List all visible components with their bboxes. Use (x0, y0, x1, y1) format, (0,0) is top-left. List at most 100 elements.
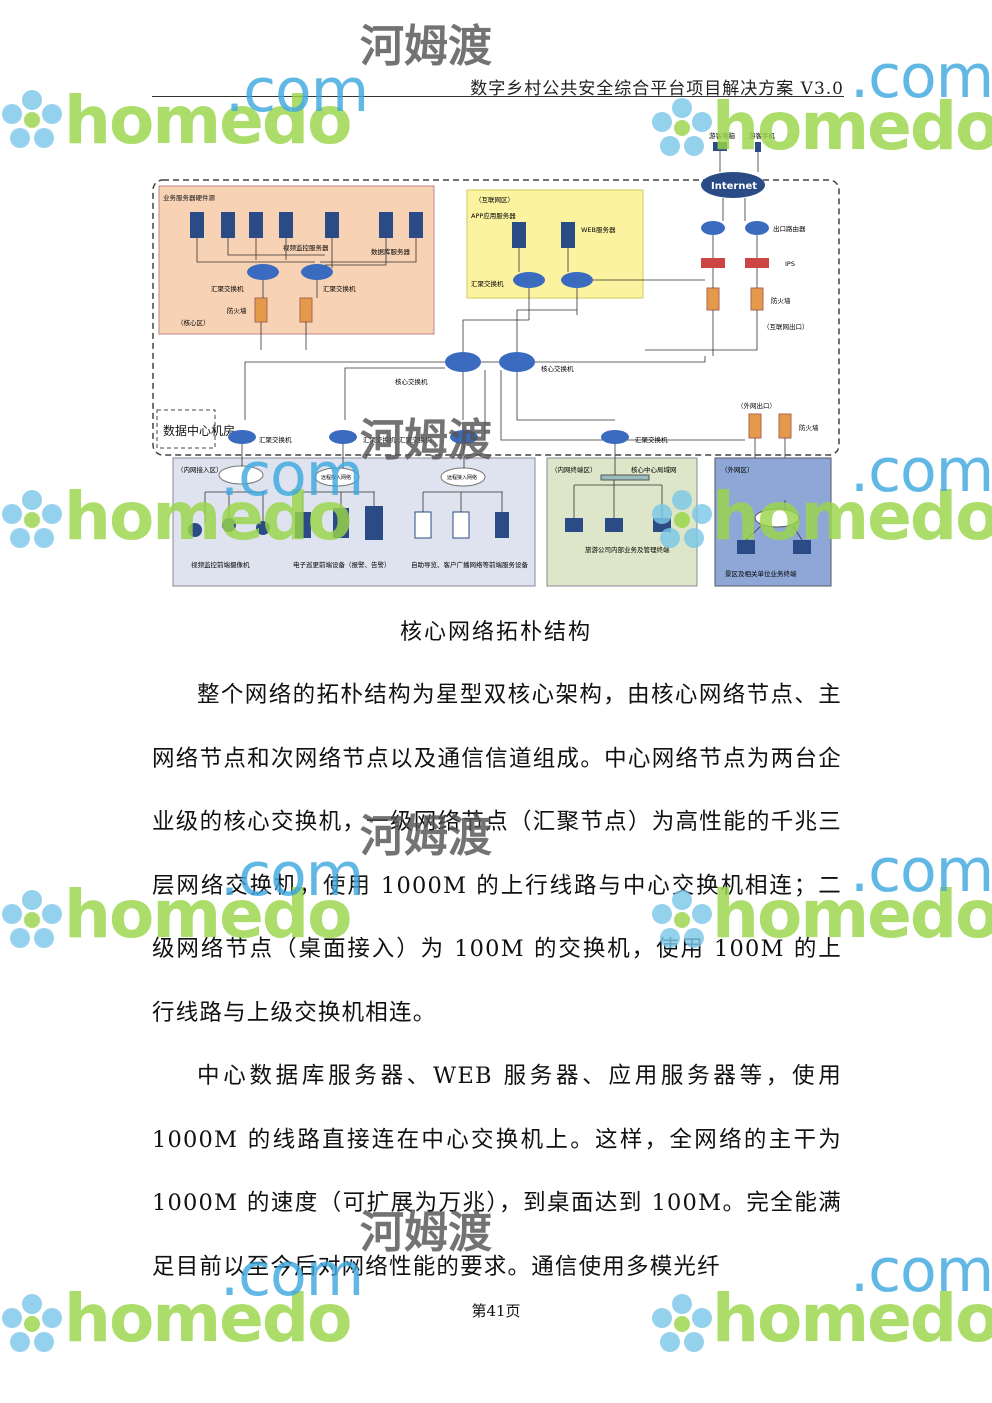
laptop-icon (713, 142, 727, 151)
data-center-boundary (152, 179, 840, 456)
network-topology-diagram: 数据中心机房 业务服务器硬件源 视频监控服务器 数据库服务器 汇聚交换机 汇聚交… (152, 131, 840, 587)
internet-cloud-icon (701, 172, 765, 198)
svg-text:核心中心局域网: 核心中心局域网 (631, 465, 677, 474)
ips-icon (745, 258, 769, 268)
router-icon (745, 221, 769, 235)
terminal-icon (333, 508, 349, 538)
pc-icon (653, 518, 671, 532)
paragraph: 整个网络的拓朴结构为星型双核心架构，由核心网络节点、主网络节点和次网络节点以及通… (152, 682, 842, 1026)
header-title: 数字乡村公共安全综合平台项目解决方案 V3.0 (470, 79, 844, 99)
pc-icon (565, 518, 583, 532)
svg-text:旅游公司内部业务及管理终端: 旅游公司内部业务及管理终端 (585, 545, 670, 554)
svg-text:核心交换机: 核心交换机 (395, 377, 428, 386)
svg-text:IPS: IPS (785, 260, 795, 268)
camera-icon (188, 523, 202, 537)
pc-icon (793, 540, 811, 554)
watermark-tld: .com (850, 1236, 992, 1306)
camera-icon (222, 518, 236, 532)
svg-text:（互联网区）: （互联网区） (475, 195, 514, 204)
svg-text:（内网终端区）: （内网终端区） (551, 465, 597, 474)
watermark-tld: .com (850, 836, 992, 906)
svg-text:电子巡更前端设备（报警、告警）: 电子巡更前端设备（报警、告警） (293, 560, 391, 569)
phone-icon (755, 142, 761, 152)
svg-text:（内网接入区）: （内网接入区） (177, 465, 223, 474)
svg-text:视频监控前端摄像机: 视频监控前端摄像机 (191, 560, 250, 569)
page-number: 第41页 (471, 1302, 521, 1320)
server-icon (409, 212, 423, 238)
phone-icon (495, 512, 509, 538)
kiosk-icon (414, 511, 432, 539)
flower-logo-icon (2, 890, 62, 948)
watermark (0, 888, 64, 956)
switch-icon (450, 430, 478, 444)
server-icon (379, 212, 393, 238)
switch-icon (601, 430, 629, 444)
flower-logo-icon (2, 90, 62, 148)
svg-text:汇聚交换机: 汇聚交换机 (635, 435, 668, 444)
svg-text:游客电脑: 游客电脑 (709, 131, 736, 140)
server-icon (561, 222, 575, 248)
camera-icon (256, 521, 270, 535)
svg-text:远程接入网络: 远程接入网络 (447, 474, 477, 481)
watermark-cn: 河姆渡 (360, 21, 492, 72)
core-zone (158, 185, 435, 335)
svg-text:（互联网出口）: （互联网出口） (763, 322, 809, 331)
svg-text:数据库服务器: 数据库服务器 (371, 247, 411, 256)
svg-text:汇聚交换机: 汇聚交换机 (363, 435, 396, 444)
svg-text:（外网出口）: （外网出口） (737, 401, 776, 410)
kiosk-icon (452, 511, 470, 539)
svg-text:Internet: Internet (711, 181, 757, 192)
firewall-icon (750, 287, 764, 311)
svg-text:防火墙: 防火墙 (799, 423, 819, 432)
cloud-icon (314, 467, 360, 487)
switch-icon (228, 430, 256, 444)
svg-text:自助导览、客户广播网络等前端服务设备: 自助导览、客户广播网络等前端服务设备 (411, 560, 529, 569)
svg-text:远程接入网络: 远程接入网络 (321, 474, 351, 481)
server-icon (512, 222, 526, 248)
cloud-icon (218, 465, 264, 485)
firewall-icon (299, 297, 313, 323)
svg-text:游客手机: 游客手机 (749, 131, 776, 140)
ips-icon (701, 258, 725, 268)
switch-icon (561, 272, 593, 288)
core-switch-icon (499, 352, 535, 372)
svg-text:汇聚交换机: 汇聚交换机 (399, 435, 432, 444)
server-icon (325, 212, 339, 238)
body-text: 整个网络的拓朴结构为星型双核心架构，由核心网络节点、主网络节点和次网络节点以及通… (152, 664, 842, 1299)
watermark-tld: .com (225, 56, 369, 126)
svg-text:防火墙: 防火墙 (227, 306, 247, 315)
svg-text:（外网区）: （外网区） (721, 465, 754, 474)
svg-text:出口路由器: 出口路由器 (773, 224, 806, 233)
switch-icon (329, 430, 357, 444)
router-icon (701, 221, 725, 235)
switch-icon (301, 264, 333, 280)
terminal-icon (365, 506, 383, 540)
svg-text:汇聚交换机: 汇聚交换机 (323, 284, 356, 293)
cloud-icon (754, 508, 800, 528)
data-center-label: 数据中心机房 (163, 423, 235, 438)
svg-text:汇聚交换机: 汇聚交换机 (259, 435, 292, 444)
watermark (0, 88, 64, 156)
server-icon (249, 212, 263, 238)
svg-text:景区及相关单位业务终端: 景区及相关单位业务终端 (725, 569, 797, 578)
firewall-icon (748, 413, 762, 439)
svg-text:（核心区）: （核心区） (177, 318, 210, 327)
core-zone-servers (190, 212, 423, 238)
svg-text:WEB服务器: WEB服务器 (581, 225, 616, 234)
firewall-icon (254, 297, 268, 323)
server-icon (279, 212, 293, 238)
server-icon (190, 212, 204, 238)
header-rule (152, 96, 844, 97)
switch-icon (513, 272, 545, 288)
watermark-tld: .com (850, 436, 992, 506)
pc-icon (605, 518, 623, 532)
pc-icon (737, 540, 755, 554)
terminal-icon (295, 512, 311, 538)
switch-icon (247, 264, 279, 280)
server-icon (221, 212, 235, 238)
watermark (0, 488, 64, 556)
svg-text:视频监控服务器: 视频监控服务器 (283, 243, 329, 252)
cloud-icon (440, 467, 486, 487)
svg-text:汇聚交换机: 汇聚交换机 (471, 279, 504, 288)
svg-text:核心交换机: 核心交换机 (541, 364, 574, 373)
